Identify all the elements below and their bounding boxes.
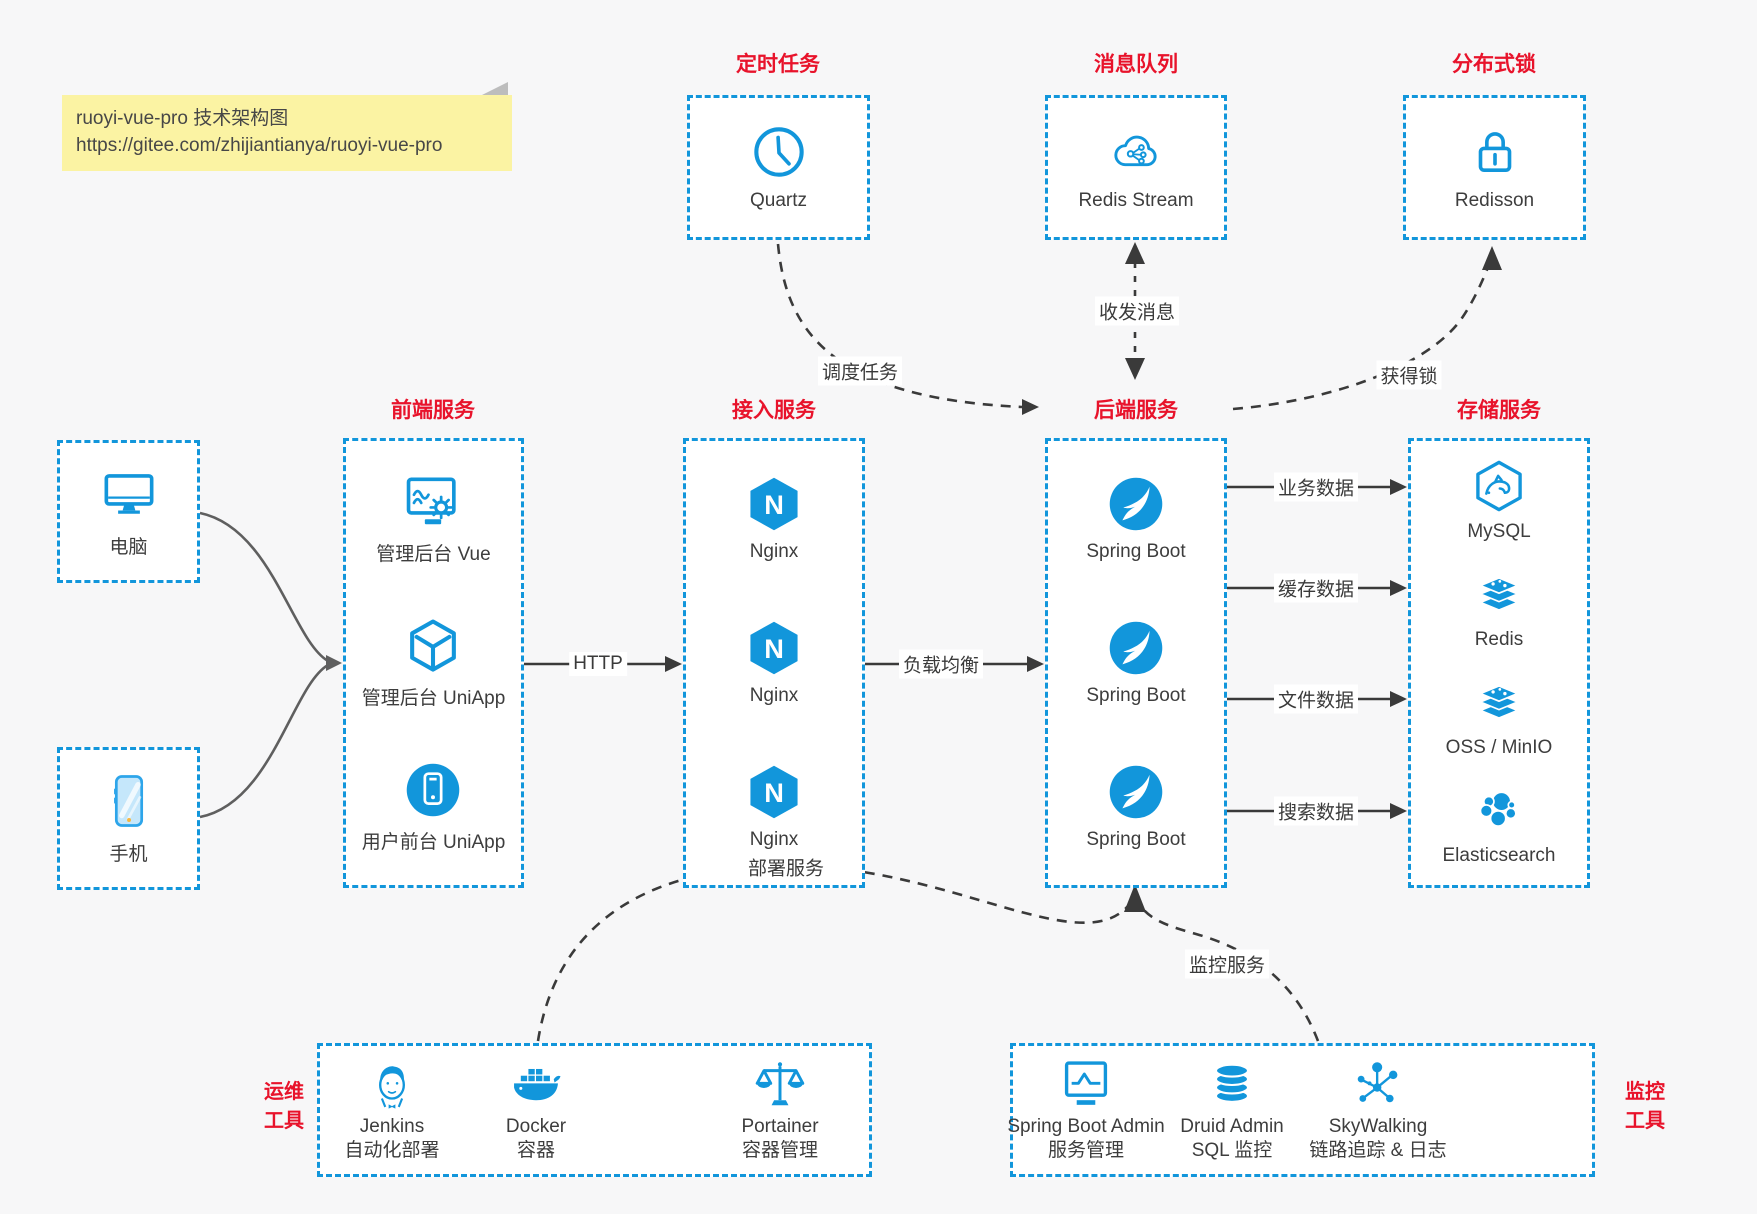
nginx-icon (745, 475, 803, 533)
desktop-label: 电脑 (109, 536, 148, 558)
header-message-queue: 消息队列 (1094, 53, 1178, 76)
list-item: MySQL (1467, 459, 1531, 543)
admin-vue-icon (404, 473, 462, 531)
list-item: Elasticsearch (1443, 783, 1556, 867)
search-data-edge-label: 搜索数据 (1273, 796, 1359, 826)
list-item: Nginx (745, 475, 803, 563)
spring-boot-icon (1107, 619, 1165, 677)
quartz-label: Quartz (749, 190, 808, 211)
list-item: 管理后台 Vue (376, 473, 491, 566)
desktop-icon (100, 465, 158, 523)
http-edge-label: HTTP (569, 652, 627, 676)
message-edge-label: 收发消息 (1094, 296, 1180, 326)
client-curves (199, 511, 329, 819)
redis-stream-box: Redis Stream (1045, 95, 1227, 240)
docker-icon (509, 1058, 563, 1112)
cache-data-edge-label: 缓存数据 (1273, 573, 1359, 603)
header-frontend-services: 前端服务 (391, 399, 475, 422)
dashed-arrowheads (1022, 242, 1502, 912)
mobile-app-icon (404, 761, 462, 819)
list-item: Docker 容器 (464, 1058, 608, 1163)
list-item: Spring Boot (1086, 475, 1186, 563)
ops-tools-box: Jenkins 自动化部署 Docker 容器 Portainer 容器管理 (317, 1043, 872, 1177)
phone-to-frontend-curve (199, 663, 329, 819)
acquire-lock-edge-label: 获得锁 (1376, 360, 1442, 390)
elasticsearch-icon (1472, 783, 1526, 837)
deploy-edge-label: 部署服务 (743, 852, 829, 882)
business-data-edge-label: 业务数据 (1273, 472, 1359, 502)
deploy-curve (536, 864, 1129, 1042)
header-monitor-tools: 监控 工具 (1625, 1081, 1665, 1132)
spring-boot-icon (1107, 475, 1165, 533)
desktop-to-frontend-curve (199, 511, 329, 663)
padlock-icon (1466, 123, 1524, 181)
quartz-box: Quartz (687, 95, 870, 240)
spring-boot-icon (1107, 763, 1165, 821)
list-item: Jenkins 自动化部署 (320, 1058, 464, 1163)
jenkins-icon (365, 1058, 419, 1112)
header-storage-services: 存储服务 (1457, 399, 1541, 422)
storage-services-box: MySQL Redis OSS / MinIO Elasticsearch (1408, 438, 1590, 888)
list-item: Portainer 容器管理 (708, 1058, 852, 1163)
portainer-icon (753, 1058, 807, 1112)
redisson-box: Redisson (1403, 95, 1586, 240)
redis-stream-label: Redis Stream (1078, 190, 1194, 211)
schedule-task-curve (776, 243, 1023, 409)
solid-arrowheads (665, 479, 1407, 819)
header-scheduled-jobs: 定时任务 (736, 53, 820, 76)
spring-boot-admin-icon (1059, 1058, 1113, 1112)
monitor-tools-box: Spring Boot Admin 服务管理 Druid Admin SQL 监… (1007, 1043, 1595, 1177)
redisson-label: Redisson (1454, 190, 1535, 211)
header-access-services: 接入服务 (732, 399, 816, 422)
list-item: Nginx (745, 763, 803, 851)
nginx-icon (745, 763, 803, 821)
acquire-lock-curve (1232, 259, 1493, 411)
sticky-note: ruoyi-vue-pro 技术架构图 https://gitee.com/zh… (62, 82, 512, 171)
list-item: OSS / MinIO (1446, 675, 1552, 759)
list-item: Redis (1472, 567, 1526, 651)
list-item: Spring Boot (1086, 763, 1186, 851)
desktop-client-box: 电脑 (57, 440, 200, 583)
header-backend-services: 后端服务 (1094, 399, 1178, 422)
list-item: 用户前台 UniApp (362, 761, 505, 854)
list-item: SkyWalking 链路追踪 & 日志 (1305, 1058, 1451, 1163)
druid-icon (1205, 1058, 1259, 1112)
file-data-edge-label: 文件数据 (1273, 684, 1359, 714)
phone-label: 手机 (109, 843, 148, 865)
skywalking-icon (1351, 1058, 1405, 1112)
oss-stack-icon (1472, 675, 1526, 729)
nginx-icon (745, 619, 803, 677)
cloud-stream-icon (1107, 123, 1165, 181)
clock-icon (750, 123, 808, 181)
list-item: Spring Boot (1086, 619, 1186, 707)
list-item: Spring Boot Admin 服务管理 (1007, 1058, 1165, 1163)
schedule-task-edge-label: 调度任务 (817, 356, 903, 386)
note-title: ruoyi-vue-pro 技术架构图 (76, 108, 289, 129)
frontend-services-box: 管理后台 Vue 管理后台 UniApp 用户前台 UniApp (343, 438, 524, 888)
monitor-curve (1141, 907, 1320, 1042)
mysql-icon (1472, 459, 1526, 513)
redis-stack-icon (1472, 567, 1526, 621)
list-item: Druid Admin SQL 监控 (1159, 1058, 1305, 1163)
access-services-box: Nginx Nginx Nginx (683, 438, 865, 888)
monitor-edge-label: 监控服务 (1184, 949, 1270, 979)
smartphone-icon (100, 772, 158, 830)
phone-client-box: 手机 (57, 747, 200, 890)
load-balance-edge-label: 负载均衡 (898, 649, 984, 679)
header-distributed-lock: 分布式锁 (1452, 53, 1536, 76)
frontend-arrowhead (326, 655, 342, 671)
dashed-flows (536, 243, 1493, 1042)
backend-services-box: Spring Boot Spring Boot Spring Boot (1045, 438, 1227, 888)
list-item: Nginx (745, 619, 803, 707)
list-item: 管理后台 UniApp (362, 617, 505, 710)
uniapp-cube-icon (404, 617, 462, 675)
header-ops-tools: 运维 工具 (264, 1081, 304, 1132)
note-url: https://gitee.com/zhijiantianya/ruoyi-vu… (76, 135, 443, 156)
